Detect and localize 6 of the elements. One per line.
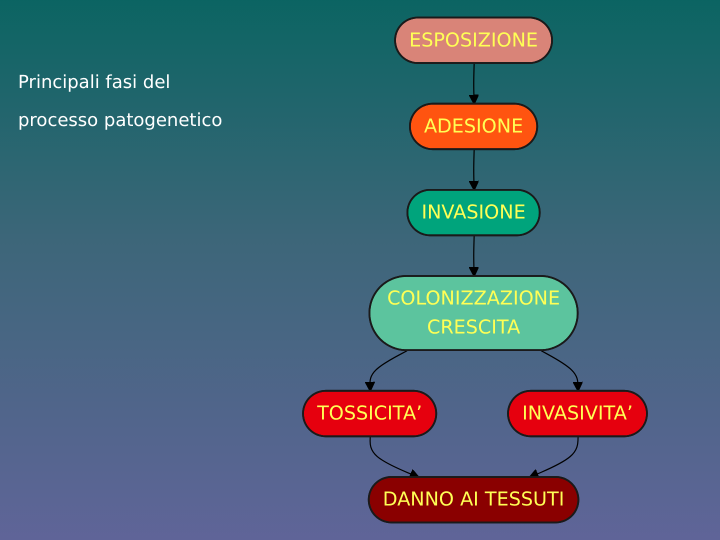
arrow <box>468 150 480 191</box>
title: Principali fasi del processo patogenetico <box>18 71 224 133</box>
arrow <box>468 64 480 105</box>
arrow <box>468 236 480 278</box>
arrow <box>364 350 408 392</box>
arrow <box>541 350 584 392</box>
